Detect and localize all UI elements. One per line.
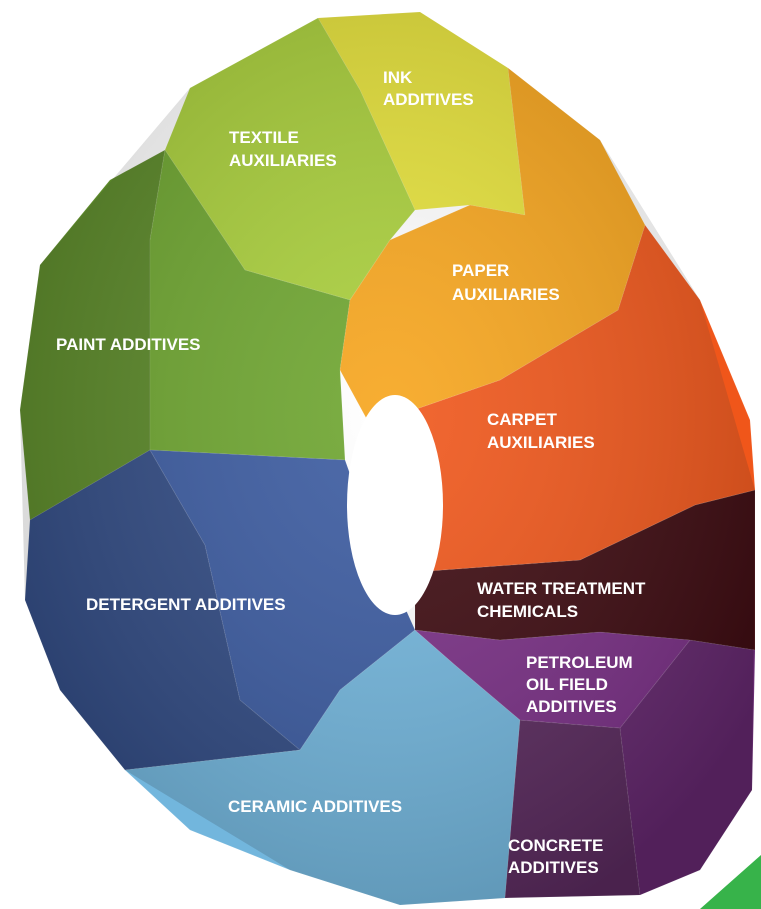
label-concrete: CONCRETE ADDITIVES [508,836,608,877]
label-carpet: CARPET AUXILIARIES [487,410,595,452]
label-textile: TEXTILE AUXILIARIES [229,128,337,170]
label-paint: PAINT ADDITIVES [56,335,201,354]
label-detergent: DETERGENT ADDITIVES [86,595,286,614]
ring-center-hole [347,395,443,615]
label-ceramic: CERAMIC ADDITIVES [228,797,402,816]
label-ink: INK ADDITIVES [383,68,474,109]
label-water: WATER TREATMENT CHEMICALS [477,579,650,621]
corner-accent [700,855,761,909]
label-petroleum: PETROLEUM OIL FIELD ADDITIVES [526,653,637,716]
label-paper: PAPER AUXILIARIES [452,261,560,304]
